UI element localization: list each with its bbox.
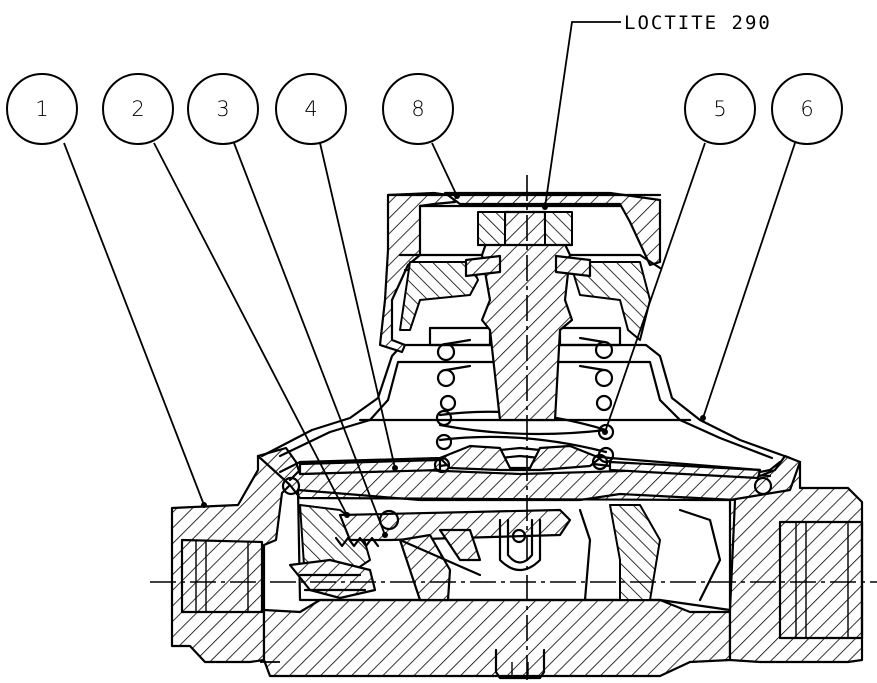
valve-body [170, 446, 864, 680]
item-balloon: 5 [684, 73, 756, 145]
item-balloon: 1 [6, 73, 78, 145]
balloon-label: 1 [35, 97, 48, 121]
balloon-label: 5 [713, 97, 726, 121]
balloon-label: 6 [800, 97, 813, 121]
adjuster-cap [378, 191, 662, 422]
item-balloon: 8 [382, 73, 454, 145]
leader-lines [63, 21, 796, 538]
balloon-label: 2 [131, 97, 144, 121]
balloon-label: 4 [304, 97, 317, 121]
item-balloon: 2 [102, 73, 174, 145]
item-balloon: 3 [187, 73, 259, 145]
loctite-note: LOCTITE 290 [624, 12, 772, 34]
diaphragm-assembly [278, 444, 773, 496]
balloon-label: 3 [216, 97, 229, 121]
main-spring [435, 336, 615, 464]
balloon-label: 8 [411, 97, 424, 121]
item-balloon: 4 [275, 73, 347, 145]
center-lines [150, 175, 877, 680]
item-balloon: 6 [771, 73, 843, 145]
